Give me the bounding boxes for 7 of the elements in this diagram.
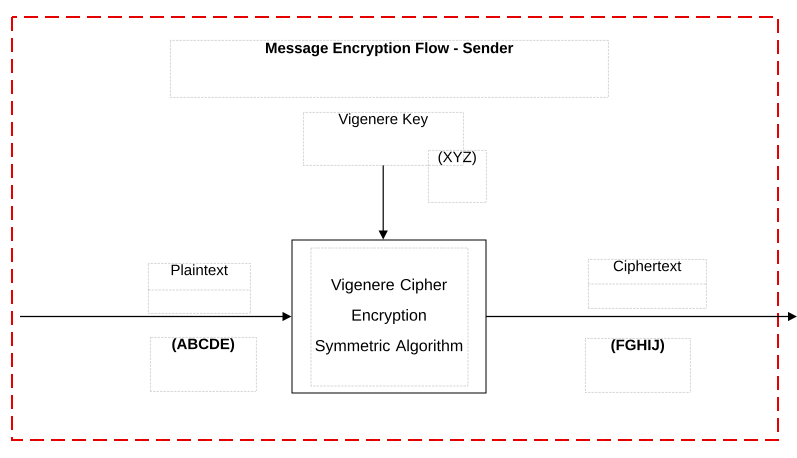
title-box: Message Encryption Flow - Sender xyxy=(170,40,608,98)
label-box: (ABCDE) xyxy=(150,337,256,392)
label-box: (FGHIJ) xyxy=(585,338,690,392)
label-box: Ciphertext xyxy=(588,259,706,308)
label-box: Plaintext xyxy=(148,263,250,314)
label-box: (XYZ) xyxy=(428,150,486,202)
cipher-box: Vigenere Cipher Encryption Symmetric Algorithm xyxy=(292,240,486,394)
